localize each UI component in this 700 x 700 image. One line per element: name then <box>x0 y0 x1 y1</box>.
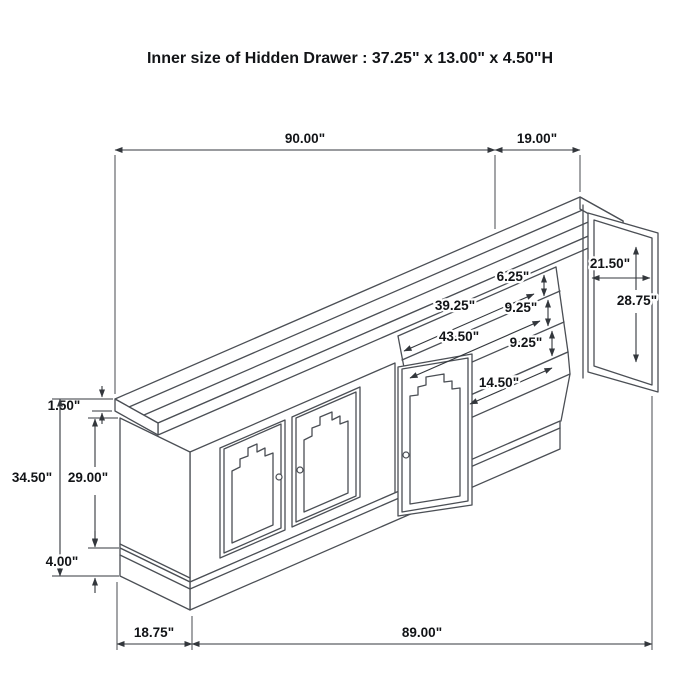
dim-base-height: 4.00" <box>43 531 98 593</box>
dim-open-door-height: 28.75" <box>615 246 659 363</box>
dim-open-door-height-label: 28.75" <box>617 293 657 308</box>
door-2-stepped-panel <box>303 411 349 513</box>
end-door-inner-border <box>593 219 653 386</box>
door-1-molding <box>223 423 282 554</box>
plank-line <box>128 204 595 408</box>
dim-lower-drawer-height: 9.25" <box>507 330 555 357</box>
plinth-molding <box>189 427 561 590</box>
dim-bottom-shelf-depth-label: 14.50" <box>479 375 519 390</box>
dim-upper-shelf-depth: 39.25" <box>403 293 535 352</box>
dim-top-thickness: 1.50" <box>45 386 112 424</box>
plank-line <box>143 212 610 416</box>
dim-base-height-label: 4.00" <box>46 554 79 569</box>
door-3-open <box>397 353 473 517</box>
dim-top-thickness-label: 1.50" <box>48 398 81 413</box>
dimension-line <box>409 320 541 379</box>
sideboard-drawing <box>114 196 659 611</box>
dim-overall-height: 34.50" <box>10 398 119 577</box>
dim-lower-shelf-depth-label: 43.50" <box>439 329 479 344</box>
dimension-annotations: 90.00" 19.00" 21.50" 28.75" 6.25" 39.25" <box>10 129 659 650</box>
dim-side-depth: 18.75" <box>116 582 193 650</box>
dim-top-length: 90.00" <box>114 129 496 394</box>
dim-top-length-label: 90.00" <box>285 131 325 146</box>
dim-door-extension: 19.00" <box>494 129 581 192</box>
dim-lower-shelf-depth: 43.50" <box>409 320 541 379</box>
door-2 <box>291 386 361 528</box>
door-knob <box>402 451 410 459</box>
door-3-frame <box>397 353 473 517</box>
top-slab <box>114 196 624 436</box>
open-end-door <box>587 212 659 393</box>
door-2-molding <box>295 391 357 523</box>
door-2-frame <box>291 386 361 528</box>
dim-upper-drawer-height: 9.25" <box>502 298 551 327</box>
dim-bottom-shelf-depth: 14.50" <box>469 367 553 405</box>
left-end-molding <box>119 543 191 579</box>
dim-top-drawer-gap: 6.25" <box>494 267 547 297</box>
door-knob <box>296 466 304 474</box>
dim-bottom-length-label: 89.00" <box>402 625 442 640</box>
dim-door-extension-label: 19.00" <box>517 131 557 146</box>
dim-open-door-width: 21.50" <box>588 254 651 281</box>
dim-upper-drawer-height-label: 9.25" <box>505 300 538 315</box>
plinth-molding-left <box>119 554 191 590</box>
door-knob <box>275 473 283 481</box>
dim-lower-drawer-height-label: 9.25" <box>510 335 543 350</box>
dim-overall-height-label: 34.50" <box>12 470 52 485</box>
dimension-line <box>469 367 553 405</box>
dim-open-door-width-label: 21.50" <box>590 256 630 271</box>
right-end-edge <box>560 373 571 422</box>
dim-upper-shelf-depth-label: 39.25" <box>435 298 475 313</box>
end-door-panel <box>587 212 659 393</box>
dim-side-height: 29.00" <box>66 417 119 549</box>
diagram-title: Inner size of Hidden Drawer : 37.25" x 1… <box>147 50 553 67</box>
dim-side-height-label: 29.00" <box>68 470 108 485</box>
bay-right-edge <box>555 266 569 353</box>
dim-top-drawer-gap-label: 6.25" <box>497 269 530 284</box>
door-1 <box>219 419 286 559</box>
dim-side-depth-label: 18.75" <box>134 625 174 640</box>
top-left-end <box>114 398 159 436</box>
door-1-stepped-panel <box>231 443 274 544</box>
dim-bottom-length: 89.00" <box>191 396 653 650</box>
